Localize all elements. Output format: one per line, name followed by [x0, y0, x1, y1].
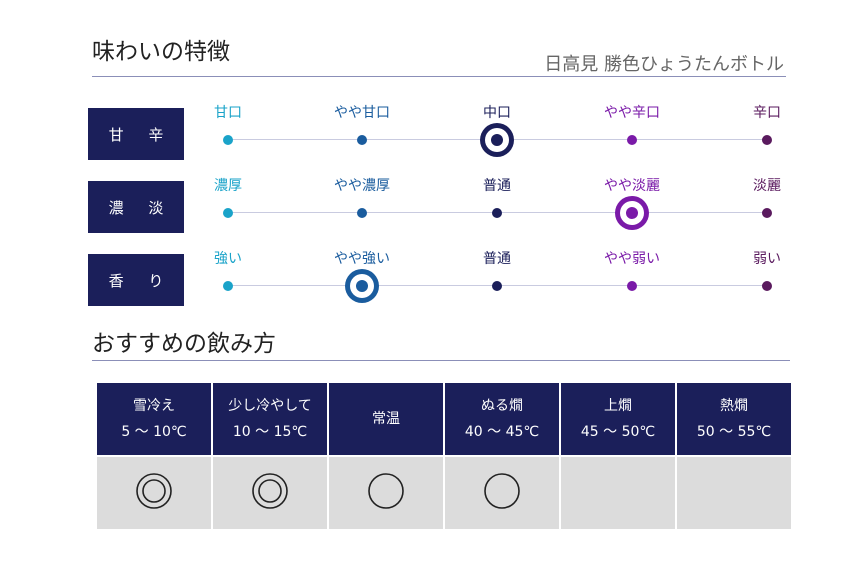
taste-level-label: 中口	[483, 105, 511, 121]
serving-style-name: 雪冷え	[133, 398, 175, 414]
serving-temperature: 40 ～ 45℃	[464, 424, 540, 440]
serving-header-cell: 雪冷え 5 ～ 10℃	[97, 383, 211, 455]
taste-selected-marker	[480, 123, 514, 157]
taste-level-label: 辛口	[753, 105, 781, 121]
serving-rating-cell	[97, 455, 211, 529]
serving-header-cell: ぬる燗 40 ～ 45℃	[445, 383, 559, 455]
taste-level-dot	[492, 208, 502, 218]
serving-rating-cell	[213, 455, 327, 529]
taste-level-dot	[492, 281, 502, 291]
serving-temperature: 5 ～ 10℃	[121, 424, 187, 440]
taste-level-dot	[357, 135, 367, 145]
circle-icon	[484, 473, 520, 509]
serving-rating-cell	[329, 455, 443, 529]
taste-level-label: 普通	[483, 178, 511, 194]
taste-level-label: 弱い	[753, 251, 781, 267]
taste-level-dot	[357, 208, 367, 218]
taste-selected-marker	[345, 269, 379, 303]
serving-style-name: 常温	[372, 411, 400, 427]
taste-level-label: やや弱い	[604, 251, 660, 267]
taste-level-label: 濃厚	[214, 178, 242, 194]
taste-level-dot	[223, 281, 233, 291]
serving-section-title: おすすめの飲み方	[92, 331, 276, 357]
serving-style-name: 熱燗	[720, 398, 748, 414]
taste-level-label: やや甘口	[334, 105, 390, 121]
taste-level-label: 甘口	[214, 105, 242, 121]
taste-level-dot	[762, 208, 772, 218]
taste-level-label: やや濃厚	[334, 178, 390, 194]
taste-level-dot	[627, 135, 637, 145]
product-name: 日高見 勝色ひょうたんボトル	[544, 54, 784, 75]
taste-section-title: 味わいの特徴	[92, 39, 230, 65]
serving-temperature: 45 ～ 50℃	[580, 424, 656, 440]
serving-header-cell: 熱燗 50 ～ 55℃	[677, 383, 791, 455]
taste-row-label: 濃 淡	[88, 181, 184, 233]
taste-level-label: やや強い	[334, 251, 390, 267]
taste-level-dot	[762, 135, 772, 145]
serving-header-row: 雪冷え 5 ～ 10℃ 少し冷やして 10 ～ 15℃ 常温 ぬる燗 40 ～ 45℃ 上燗 4…	[97, 383, 791, 455]
taste-level-label: 強い	[214, 251, 242, 267]
double-circle-icon	[252, 473, 288, 509]
double-circle-icon	[136, 473, 172, 509]
serving-header-cell: 少し冷やして 10 ～ 15℃	[213, 383, 327, 455]
serving-style-name: 上燗	[604, 398, 632, 414]
serving-rating-row	[97, 455, 791, 529]
taste-level-dot	[223, 135, 233, 145]
circle-icon	[368, 473, 404, 509]
taste-row-label: 甘 辛	[88, 108, 184, 160]
serving-rating-cell	[445, 455, 559, 529]
serving-style-name: 少し冷やして	[228, 398, 312, 414]
taste-level-dot	[762, 281, 772, 291]
taste-divider	[92, 76, 786, 77]
serving-header-cell: 常温	[329, 383, 443, 455]
taste-level-label: 淡麗	[753, 178, 781, 194]
serving-table: 雪冷え 5 ～ 10℃ 少し冷やして 10 ～ 15℃ 常温 ぬる燗 40 ～ 45℃ 上燗 4…	[95, 383, 793, 529]
serving-rating-cell	[677, 455, 791, 529]
serving-temperature: 50 ～ 55℃	[696, 424, 772, 440]
taste-level-label: やや淡麗	[604, 178, 660, 194]
taste-level-label: 普通	[483, 251, 511, 267]
serving-header-cell: 上燗 45 ～ 50℃	[561, 383, 675, 455]
taste-selected-marker	[615, 196, 649, 230]
taste-level-label: やや辛口	[604, 105, 660, 121]
taste-row-label: 香 り	[88, 254, 184, 306]
serving-temperature: 10 ～ 15℃	[232, 424, 308, 440]
taste-level-dot	[627, 281, 637, 291]
serving-rating-cell	[561, 455, 675, 529]
taste-level-dot	[223, 208, 233, 218]
serving-style-name: ぬる燗	[481, 398, 523, 414]
serving-divider	[92, 360, 790, 361]
